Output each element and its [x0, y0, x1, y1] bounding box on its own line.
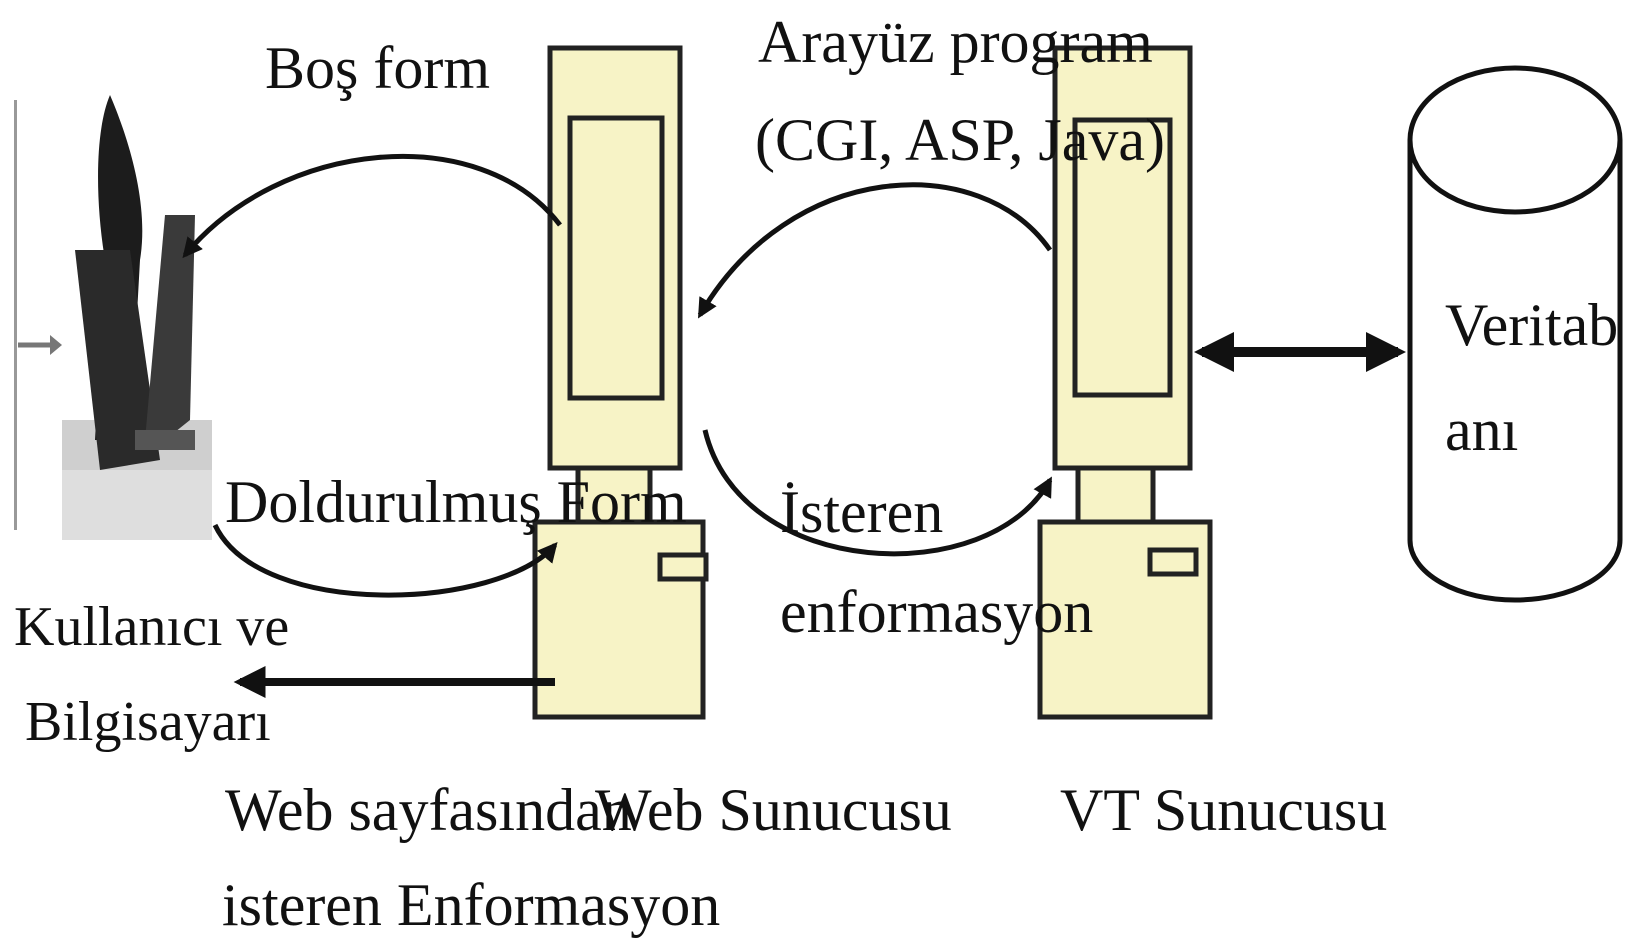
- web-server-icon: [532, 45, 709, 720]
- arrow-bos-form: [182, 153, 562, 259]
- arrow-arayuz-program: [697, 182, 1053, 319]
- label-arayuz-langs: (CGI, ASP, Java): [755, 107, 1165, 173]
- label-bilgisayari: Bilgisayarı: [25, 691, 271, 753]
- label-ani: anı: [1445, 397, 1518, 463]
- label-enformasyon: enformasyon: [780, 579, 1093, 645]
- label-isteren: İsteren: [780, 479, 943, 545]
- label-web-sunucusu: Web Sunucusu: [595, 777, 952, 843]
- db-server-icon: [1037, 45, 1213, 720]
- label-veritab: Veritab: [1445, 292, 1618, 358]
- label-vt-sunucusu: VT Sunucusu: [1060, 777, 1387, 843]
- label-bos-form: Boş form: [265, 35, 490, 101]
- label-arayuz-program: Arayüz program: [758, 9, 1153, 75]
- arrow-doldurulmus-form: [212, 523, 558, 598]
- database-cylinder-icon: [1407, 65, 1623, 603]
- label-kullanici: Kullanıcı ve: [14, 596, 289, 658]
- user-at-computer-icon: [14, 95, 212, 540]
- arrow-isteren-enformasyon: [702, 429, 1053, 557]
- label-doldurulmus-form: Doldurulmuş Form: [225, 469, 687, 535]
- label-web-sayfasindan: Web sayfasından: [225, 777, 632, 843]
- label-isteren-enformasyon: isteren Enformasyon: [222, 872, 720, 938]
